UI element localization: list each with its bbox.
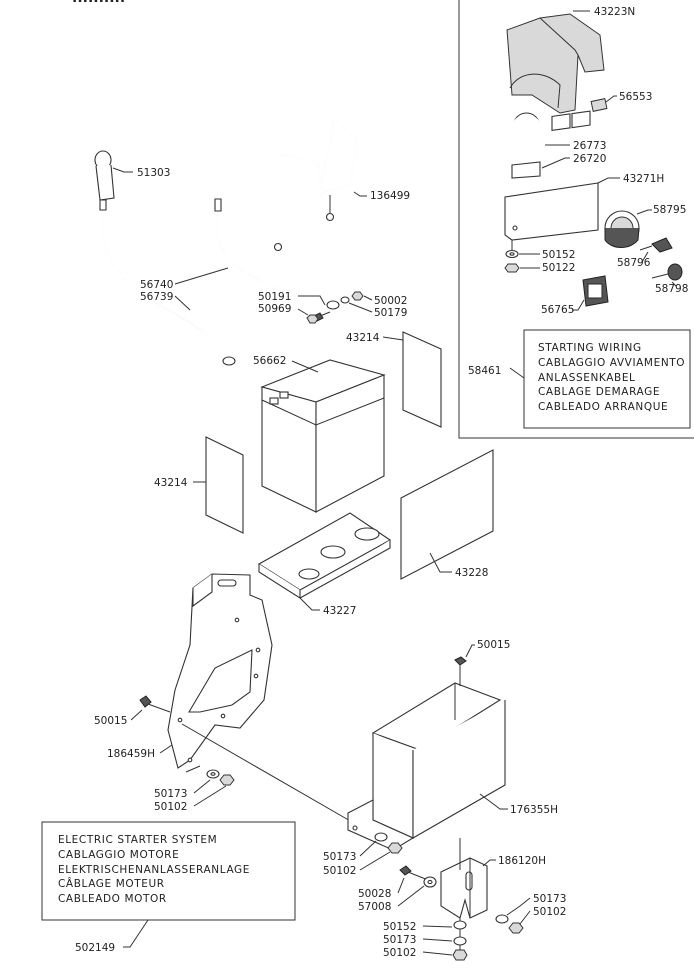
callout-50173-right: 50173 [533,893,566,905]
callout-43271H: 43271H [623,173,664,185]
callout-56765: 56765 [541,304,574,316]
callout-58796: 58796 [617,257,651,269]
part-57008-washer [423,876,437,888]
starting-wiring-line-es: CABLEADO ARRANQUE [538,401,669,414]
callout-50102-right: 50102 [533,906,566,918]
callout-50102-left: 50102 [154,801,187,813]
part-50969-nut [306,314,319,324]
callout-50179: 50179 [374,307,407,319]
part-50173-washer-mid [374,832,388,842]
electric-starter-line-de: ELEKTRISCHENANLASSERANLAGE [58,863,251,876]
callout-56739: 56739 [140,291,173,303]
part-50015-bolt-left [139,695,171,713]
part-50102-nut-left [219,774,235,786]
part-50028-bolt [399,865,429,881]
part-50152-washer-bottom [453,920,467,930]
part-58798-key [651,263,683,281]
part-136499-handle [273,118,359,252]
callout-58798: 58798 [655,283,688,295]
callout-50152-inset: 50152 [542,249,575,261]
part-50102-nut-right [508,922,524,934]
part-56740-cable [214,198,340,310]
callout-57008: 57008 [358,901,391,913]
callout-502149: 502149 [75,942,115,954]
callout-43227: 43227 [323,605,356,617]
part-50173-washer-right [495,914,509,924]
callout-50015-left: 50015 [94,715,127,727]
part-43227-base-plate [257,512,392,600]
starting-wiring-text: STARTING WIRING CABLAGGIO AVVIAMENTO ANL… [538,341,685,415]
callout-50173-mid: 50173 [323,851,356,863]
part-43271H-plate [504,110,599,241]
part-26720-bracket [511,161,541,179]
callout-50028: 50028 [358,888,391,900]
starting-wiring-line-it: CABLAGGIO AVVIAMENTO [538,356,686,369]
part-186120H-bracket [440,857,488,919]
starting-wiring-label-box [523,329,691,429]
callout-43214-upper: 43214 [346,332,380,344]
callout-50191: 50191 [258,291,291,303]
part-50002-nut [351,291,364,301]
callout-50015-top: 50015 [477,639,510,651]
callout-50969: 50969 [258,303,291,315]
callout-26773: 26773 [573,140,606,152]
callout-50152-bottom: 50152 [383,921,416,933]
part-43214-pad-left [205,436,244,534]
callout-136499: 136499 [370,190,410,202]
part-56553-clip [590,98,608,112]
callout-186459H: 186459H [107,748,155,760]
callout-56553: 56553 [619,91,652,103]
callout-50122: 50122 [542,262,575,274]
callout-58461: 58461 [468,365,501,377]
callout-26720: 26720 [573,153,606,165]
starting-wiring-line-fr: CABLAGE DEMARAGE [538,386,661,399]
callout-58795: 58795 [653,204,686,216]
part-176355H-battery-box [347,682,506,851]
callout-50102-bottom: 50102 [383,947,416,959]
part-50102-nut-bottom [452,949,468,961]
electric-starter-text: ELECTRIC STARTER SYSTEM CABLAGGIO MOTORE… [58,833,250,907]
part-50152-washer-inset [505,249,519,259]
callout-186120H: 186120H [498,855,546,867]
part-43214-pad-right [402,331,442,428]
header-text: .......... [72,0,125,6]
part-56662-battery [260,359,386,513]
part-43223N-cover [506,13,605,114]
electric-starter-line-fr: CÂBLAGE MOTEUR [58,878,165,891]
electric-starter-line-en: ELECTRIC STARTER SYSTEM [58,834,218,846]
part-50173-washer-bottom [453,936,467,946]
callout-50102-mid: 50102 [323,865,356,877]
callout-43223N: 43223N [594,6,635,18]
callout-56740: 56740 [140,279,173,291]
part-56739-cable [99,199,236,366]
part-186459H-bracket [167,573,273,769]
callout-56662: 56662 [253,355,286,367]
callout-43228: 43228 [455,567,488,579]
part-56765-connector [582,275,609,307]
callout-50173-bottom: 50173 [383,934,416,946]
part-50015-bolt-top [454,656,467,686]
part-58796-key [639,237,673,253]
callout-51303: 51303 [137,167,170,179]
part-58795-ignition-switch [604,210,640,248]
starting-wiring-line-en: STARTING WIRING [538,342,642,354]
starting-wiring-line-de: ANLASSENKABEL [538,371,636,384]
part-50102-nut-mid [387,842,403,854]
part-26773-u-bolt [511,112,542,160]
callout-176355H: 176355H [510,804,558,816]
starting-wiring-inset-frame [458,0,694,439]
electric-starter-line-es: CABLEADO MOTOR [58,893,167,906]
part-51303-terminal-boot [94,150,115,201]
part-50122-nut [504,263,520,273]
part-50179-washer [340,296,350,304]
part-43228-pad [400,449,494,580]
part-50173-washer-left [206,769,220,779]
electric-starter-label-box [41,821,296,921]
electric-starter-line-it: CABLAGGIO MOTORE [58,848,180,861]
callout-50002: 50002 [374,295,407,307]
callout-43214-lower: 43214 [154,477,188,489]
callout-50173-left: 50173 [154,788,187,800]
